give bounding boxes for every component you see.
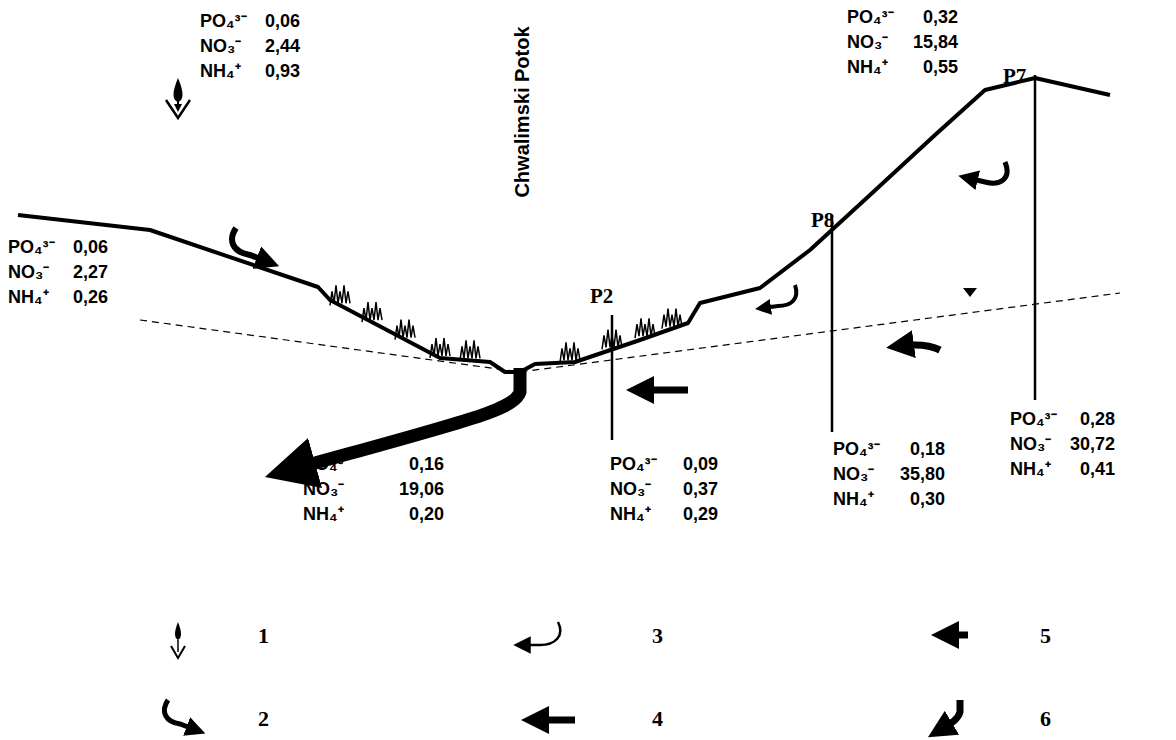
ion-formula: PO₄³⁻ (200, 12, 247, 30)
ion-formula: NO₃⁻ (847, 33, 888, 51)
legend-symbols (164, 622, 968, 730)
grass-tuft (560, 342, 580, 362)
concentration-value: 0,55 (898, 58, 958, 76)
concentration-value: 2,27 (48, 263, 108, 281)
concentration-value: 0,06 (48, 238, 108, 256)
ion-formula: PO₄³⁻ (303, 455, 350, 473)
subsurface-arrow (763, 285, 796, 308)
concentration-value: 30,72 (1055, 435, 1115, 453)
ion-formula: NH₄⁺ (200, 62, 241, 80)
ion-formula: NO₃⁻ (8, 263, 49, 281)
legend-number: 5 (1040, 625, 1051, 647)
stream-name: Chwalimski Potok (512, 26, 532, 197)
concentration-value: 0,20 (384, 505, 444, 523)
ion-formula: NO₃⁻ (303, 480, 344, 498)
concentration-value: 2,44 (240, 37, 300, 55)
concentration-value: 15,84 (898, 33, 958, 51)
water-table (140, 293, 1120, 372)
ion-formula: PO₄³⁻ (8, 238, 55, 256)
ion-formula: NH₄⁺ (610, 505, 651, 523)
ion-formula: NO₃⁻ (833, 465, 874, 483)
concentration-value: 0,37 (658, 480, 718, 498)
profile-label: P2 (590, 286, 613, 307)
grass-tuft (362, 302, 382, 322)
legend-number: 1 (258, 625, 269, 647)
concentration-value: 0,18 (885, 440, 945, 458)
legend-number: 3 (652, 625, 663, 647)
runoff-arrow (232, 228, 268, 262)
concentration-value: 0,09 (658, 455, 718, 473)
concentration-value: 0,06 (240, 12, 300, 30)
groundwater-arrow (640, 387, 688, 394)
water-level-mark (963, 288, 977, 297)
precipitation-arrow (166, 78, 190, 118)
ion-formula: NO₃⁻ (200, 37, 241, 55)
concentration-value: 0,28 (1055, 410, 1115, 428)
concentration-value: 0,26 (48, 288, 108, 306)
ion-formula: PO₄³⁻ (1010, 410, 1057, 428)
profile-label: P7 (1003, 66, 1026, 87)
groundwater-arrow (900, 345, 940, 350)
grass-tuft (635, 318, 655, 338)
legend-number: 2 (258, 708, 269, 730)
concentration-value: 35,80 (885, 465, 945, 483)
concentration-value: 19,06 (384, 480, 444, 498)
grass-tuft (330, 285, 350, 305)
ion-formula: NO₃⁻ (610, 480, 651, 498)
grass-tuft (430, 338, 450, 358)
grass-tuft (460, 340, 480, 360)
ion-formula: NH₄⁺ (847, 58, 888, 76)
ion-formula: NH₄⁺ (833, 490, 874, 508)
legend-number: 6 (1040, 708, 1051, 730)
concentration-value: 0,32 (898, 8, 958, 26)
ion-formula: PO₄³⁻ (610, 455, 657, 473)
ion-formula: NH₄⁺ (1010, 460, 1051, 478)
profile-line (1034, 75, 1037, 400)
ion-formula: PO₄³⁻ (847, 8, 894, 26)
concentration-value: 0,41 (1055, 460, 1115, 478)
concentration-value: 0,93 (240, 62, 300, 80)
concentration-value: 0,30 (885, 490, 945, 508)
profile-line (831, 215, 834, 432)
profile-label: P8 (811, 210, 834, 231)
ion-formula: NH₄⁺ (8, 288, 49, 306)
ion-formula: PO₄³⁻ (833, 440, 880, 458)
concentration-value: 0,16 (384, 455, 444, 473)
legend-number: 4 (652, 708, 663, 730)
ion-formula: NH₄⁺ (303, 505, 344, 523)
profile-line (611, 315, 614, 440)
grass-tuft (662, 309, 682, 329)
concentration-value: 0,29 (658, 505, 718, 523)
grass-tuft (395, 320, 415, 340)
subsurface-arrow (968, 162, 1007, 183)
grass-tufts (330, 285, 682, 362)
grass-tuft (602, 329, 622, 349)
ion-formula: NO₃⁻ (1010, 435, 1051, 453)
terrain-line (18, 78, 1110, 372)
